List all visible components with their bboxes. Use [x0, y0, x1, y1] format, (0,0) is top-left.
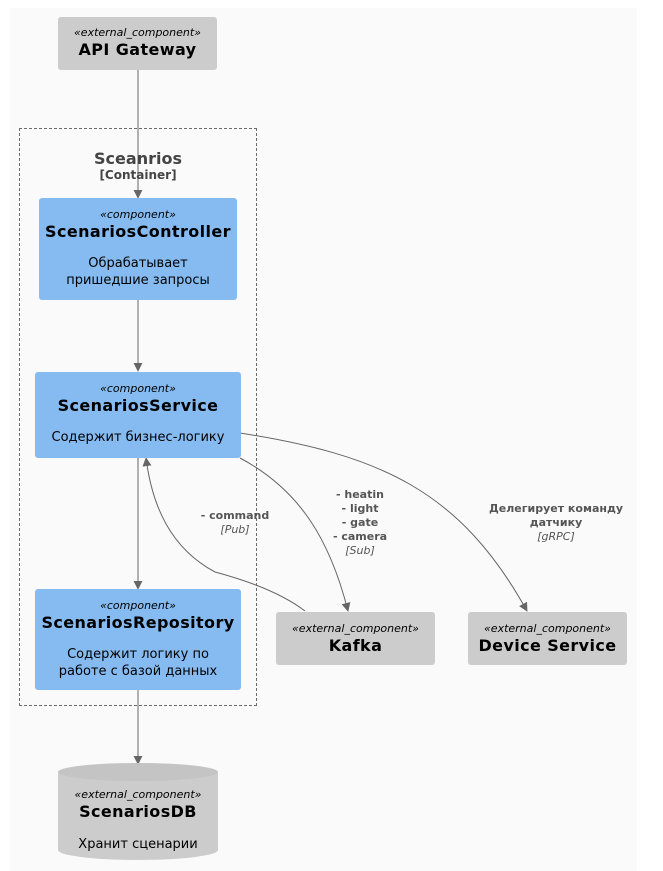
- container-boundary: [19, 128, 257, 706]
- edge-label-text: Делегирует команду: [488, 502, 624, 515]
- edge-label-text: - light: [341, 502, 379, 515]
- kafka-node[interactable]: «external_component» Kafka: [276, 612, 435, 665]
- boundary-title: Sceanrios: [94, 149, 182, 168]
- node-description-line-2: пришедшие запросы: [66, 273, 210, 288]
- edge-label-command: - command [Pub]: [190, 509, 280, 537]
- edge-label-text: - gate: [341, 516, 379, 529]
- scenarios-db-node[interactable]: «external_component» ScenariosDB Хранит …: [58, 788, 218, 858]
- node-stereotype: «external_component»: [484, 622, 611, 635]
- edge-label-tech: [gRPC]: [537, 530, 575, 543]
- edge-label-sub: - heatin - light - gate - camera [Sub]: [320, 488, 400, 558]
- node-stereotype: «component»: [100, 208, 176, 221]
- device-service-node[interactable]: «external_component» Device Service: [468, 612, 627, 665]
- api-gateway-node[interactable]: «external_component» API Gateway: [58, 17, 217, 70]
- edge-label-grpc: Делегирует команду датчику [gRPC]: [476, 502, 636, 544]
- node-description-line-1: Содержит бизнес-логику: [51, 430, 225, 445]
- scenarios-repository-node[interactable]: «component» ScenariosRepository Содержит…: [35, 589, 241, 690]
- edge-kafka-service: [142, 457, 306, 612]
- node-title: ScenariosRepository: [41, 613, 235, 632]
- node-stereotype: «component»: [100, 599, 176, 612]
- node-description-line-1: Хранит сценарии: [78, 837, 198, 852]
- edge-label-text: - command: [200, 509, 270, 522]
- edge-label-text: датчику: [529, 516, 583, 529]
- node-description-line-1: Содержит логику по: [67, 647, 209, 662]
- scenarios-service-node[interactable]: «component» ScenariosService Содержит би…: [35, 372, 241, 458]
- boundary-subtitle: [Container]: [99, 168, 177, 182]
- node-title: ScenariosService: [57, 396, 219, 415]
- node-title: Kafka: [328, 636, 383, 655]
- node-title: Device Service: [478, 636, 617, 655]
- edge-label-tech: [Sub]: [345, 544, 375, 557]
- edge-label-text: - heatin: [336, 488, 384, 501]
- node-title: ScenariosController: [45, 222, 231, 241]
- edge-label-text: - camera: [332, 530, 388, 543]
- node-stereotype: «external_component»: [74, 26, 201, 39]
- node-stereotype: «component»: [100, 382, 176, 395]
- node-title: API Gateway: [78, 40, 197, 59]
- edge-label-tech: [Pub]: [220, 523, 250, 536]
- scenarios-controller-node[interactable]: «component» ScenariosController Обрабаты…: [39, 198, 237, 300]
- node-stereotype: «external_component»: [292, 622, 419, 635]
- node-stereotype: «external_component»: [74, 788, 202, 801]
- db-cylinder-shape: [58, 763, 218, 860]
- edge-service-device: [239, 432, 528, 612]
- node-description-line-2: работе с базой данных: [58, 664, 218, 679]
- node-description-line-1: Обрабатывает: [88, 256, 188, 271]
- edge-service-kafka: [239, 457, 351, 612]
- node-title: ScenariosDB: [79, 802, 197, 821]
